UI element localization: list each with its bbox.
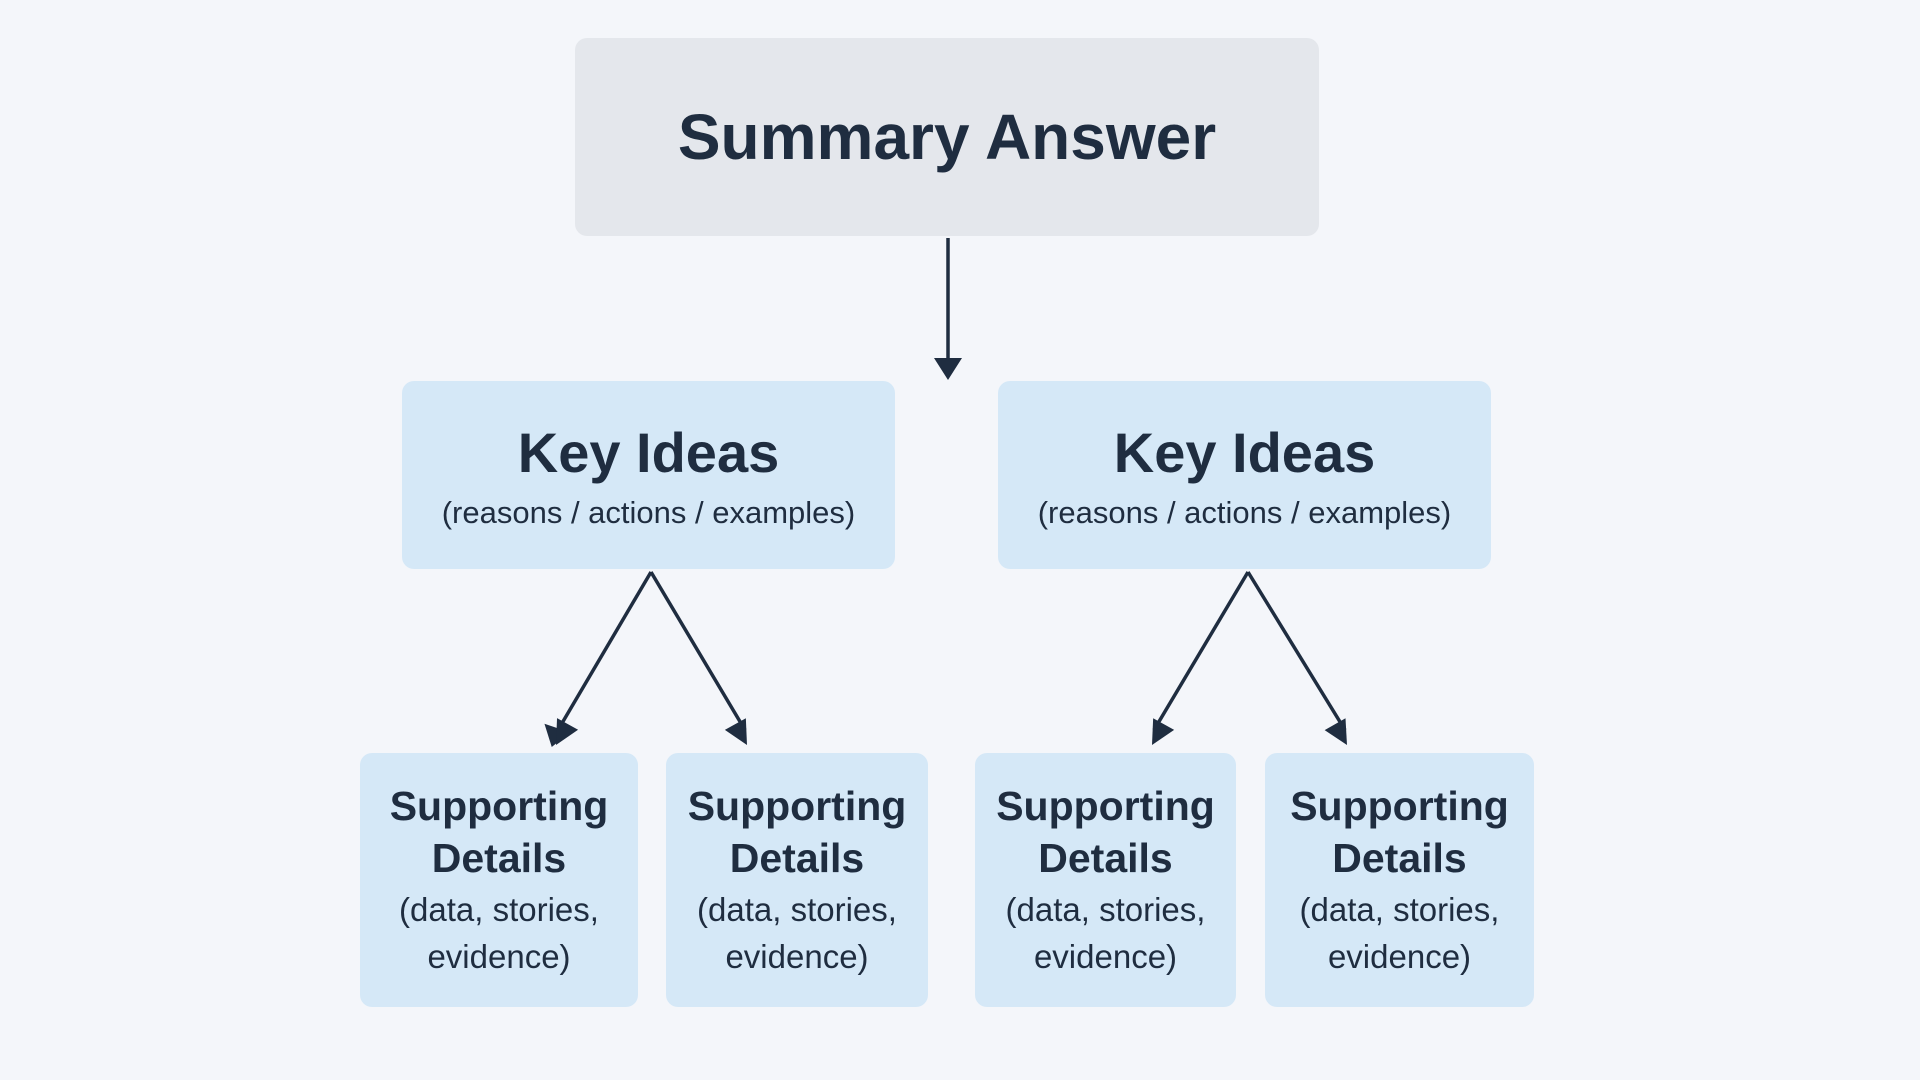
supporting-title: Supporting [996, 783, 1215, 829]
supporting-subtitle: evidence) [1033, 938, 1178, 975]
supporting-details-box-2: Supporting Details (data, stories, evide… [666, 753, 928, 1007]
supporting-title: Supporting [1290, 783, 1509, 829]
arrowhead [1152, 718, 1175, 745]
supporting-title: Details [431, 835, 567, 881]
arrow-key1-to-sup1 [556, 571, 653, 731]
arrow-key2-to-sup3 [1152, 571, 1250, 731]
arrowhead [934, 358, 962, 380]
supporting-title: Details [729, 835, 865, 881]
arrowhead [724, 718, 747, 745]
supporting-details-box-3: Supporting Details (data, stories, evide… [975, 753, 1236, 1007]
arrowhead [556, 718, 579, 745]
key-ideas-box-2: Key Ideas (reasons / actions / examples) [998, 381, 1491, 569]
summary-answer-box: Summary Answer [575, 38, 1319, 236]
arrow-key1-to-sup2 [649, 571, 747, 731]
supporting-subtitle: (data, stories, [399, 891, 599, 928]
key-ideas-title: Key Ideas [1113, 420, 1376, 484]
arrow-key2-to-sup4 [1246, 571, 1347, 731]
key-ideas-subtitle: (reasons / actions / examples) [441, 494, 856, 530]
supporting-details-box-4: Supporting Details (data, stories, evide… [1265, 753, 1534, 1007]
supporting-title: Supporting [389, 783, 609, 829]
summary-title: Summary Answer [677, 101, 1217, 173]
supporting-subtitle: evidence) [427, 938, 571, 975]
supporting-subtitle: (data, stories, [1299, 891, 1500, 928]
arrowhead [1324, 718, 1347, 745]
key-ideas-title: Key Ideas [517, 420, 780, 484]
supporting-subtitle: (data, stories, [697, 891, 897, 928]
supporting-title: Details [1038, 835, 1173, 881]
key-ideas-subtitle: (reasons / actions / examples) [1037, 494, 1452, 530]
supporting-details-box-1: Supporting Details (data, stories, evide… [360, 753, 638, 1007]
supporting-subtitle: evidence) [1327, 938, 1472, 975]
supporting-subtitle: (data, stories, [1005, 891, 1206, 928]
supporting-title: Supporting [687, 783, 907, 829]
key-ideas-box-1: Key Ideas (reasons / actions / examples) [402, 381, 895, 569]
supporting-title: Details [1332, 835, 1467, 881]
supporting-subtitle: evidence) [725, 938, 869, 975]
